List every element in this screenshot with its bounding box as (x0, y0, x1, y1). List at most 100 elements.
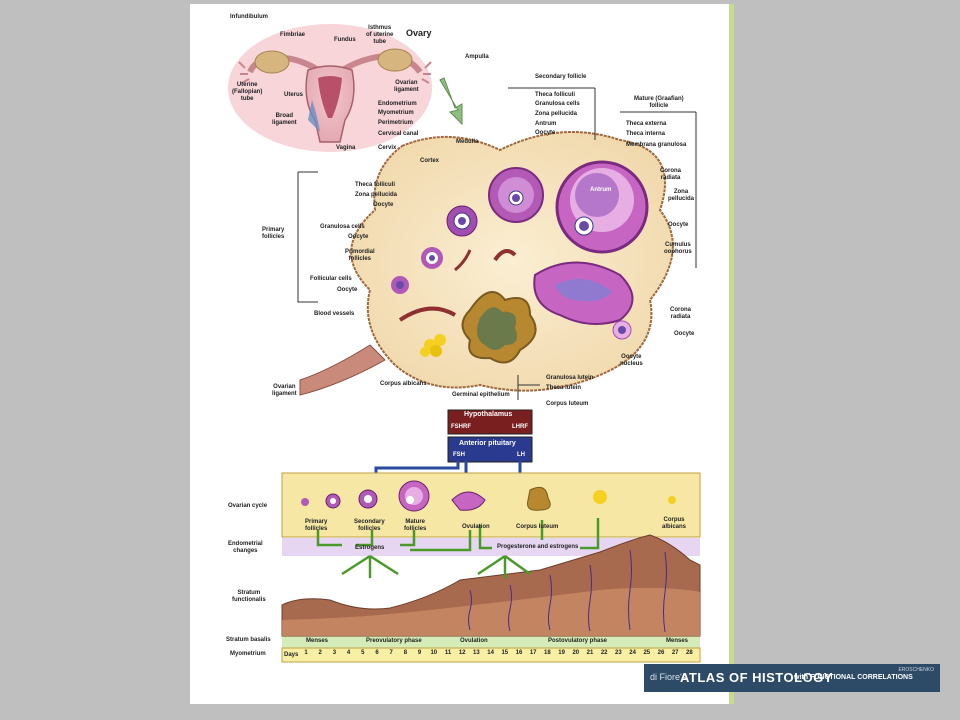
label-cervix: Cervix (378, 145, 397, 151)
day-13: 13 (473, 650, 480, 656)
day-10: 10 (430, 650, 438, 656)
label-corona-radiata-ov: Corona radiata (670, 307, 691, 320)
ovarian-ligament-drawing (299, 344, 386, 396)
label-oocyte-prim: Oocyte (337, 287, 358, 293)
left-ovary-small (254, 50, 290, 74)
label-zona-pellucida-pri: Zona pellucida (355, 192, 398, 198)
hypothalamus-box (447, 409, 533, 435)
label-corpus-albicans: Corpus albicans (380, 381, 427, 387)
row-label-stratum-functionalis: Stratum functionalis (232, 590, 266, 603)
label-theca-folliculi-pri: Theca folliculi (355, 182, 396, 188)
label-theca-lutein: Theca lutein (546, 385, 582, 391)
phase-postovulatory: Postovulatory phase (548, 638, 608, 644)
label-corona-radiata: Corona radiata (660, 168, 681, 181)
label-oocyte-mat: Oocyte (668, 222, 689, 228)
fshrf-label: FSHRF (451, 424, 471, 430)
basalis-band (282, 636, 700, 648)
day-24: 24 (629, 650, 636, 656)
label-granulosa-lutein: Granulosa lutein (546, 375, 594, 381)
stage-ovulation: Ovulation (462, 524, 490, 530)
label-endometrium: Endometrium (378, 101, 417, 107)
label-primordial-follicles: Primordial follicles (345, 249, 375, 262)
stage-primary-follicles: Primary follicles (305, 519, 328, 532)
banner-author: EROSCHENKO (898, 667, 934, 673)
phase-ovulation: Ovulation (460, 638, 488, 644)
label-blood-vessels: Blood vessels (314, 311, 355, 317)
label-antrum-mature: Antrum (590, 187, 612, 193)
label-ampulla: Ampulla (465, 54, 489, 60)
day-16: 16 (515, 650, 523, 656)
atlas-banner: di Fiore's ATLAS OF HISTOLOGY with FUNCT… (644, 664, 940, 692)
day-12: 12 (458, 650, 466, 656)
estrogen-arrows (316, 518, 600, 578)
label-cervical-canal: Cervical canal (378, 131, 419, 137)
label-ovary: Ovary (406, 28, 432, 38)
row-label-ovarian-cycle: Ovarian cycle (228, 503, 268, 509)
day-17: 17 (529, 650, 537, 656)
progesterone-label: Progesterone and estrogens (497, 544, 579, 550)
day-25: 25 (643, 650, 651, 656)
day-14: 14 (487, 650, 494, 656)
zoom-arrow (439, 77, 463, 126)
ovarian-cycle-band (281, 472, 701, 538)
label-fimbriae: Fimbriae (280, 32, 306, 38)
phase-menses-1: Menses (306, 638, 329, 644)
day-3: 3 (332, 650, 337, 656)
day-5: 5 (361, 650, 365, 656)
label-isthmus: Isthmus of uterine tube (366, 25, 394, 45)
day-19: 19 (558, 650, 565, 656)
day-6: 6 (375, 650, 379, 656)
row-label-myometrium: Myometrium (230, 651, 266, 657)
day-9: 9 (417, 650, 422, 656)
right-ovary-small (377, 48, 413, 72)
lhrf-label: LHRF (512, 424, 528, 430)
banner-prefix: di Fiore's (650, 672, 687, 682)
label-ovarian-ligament-ov: Ovarian ligament (272, 384, 297, 397)
label-medulla: Medulla (456, 139, 479, 145)
day-27: 27 (671, 650, 679, 656)
day-21: 21 (586, 650, 594, 656)
lh-label: LH (517, 452, 525, 458)
day-15: 15 (501, 650, 509, 656)
day-7: 7 (389, 650, 393, 656)
label-oocyte-sec: Oocyte (535, 130, 556, 136)
label-granulosa-cells-pri: Granulosa cells (320, 224, 365, 230)
day-23: 23 (615, 650, 622, 656)
label-oocyte-nucleus: Oocyte nucleus (620, 354, 643, 367)
label-germinal-epithelium: Germinal epithelium (452, 392, 510, 398)
day-11: 11 (444, 650, 452, 656)
phase-preovulatory: Preovulatory phase (366, 638, 422, 644)
label-primary-follicles: Primary follicles (262, 227, 285, 240)
stage-corpus-albicans: Corpus albicans (662, 517, 687, 530)
label-mature-follicle: Mature (Graafian) follicle (634, 96, 684, 109)
label-cumulus-oophorus: Cumulus oophorus (664, 242, 692, 255)
label-uterus: Uterus (284, 92, 304, 98)
pituitary-box (447, 436, 533, 463)
label-broad-ligament: Broad ligament (272, 113, 297, 126)
label-secondary-follicle: Secondary follicle (535, 74, 587, 80)
anterior-pituitary-label: Anterior pituitary (459, 440, 516, 447)
day-1: 1 (304, 650, 308, 656)
day-26: 26 (657, 650, 665, 656)
label-membrana-granulosa: Membrana granulosa (626, 142, 687, 148)
label-perimetrium: Perimetrium (378, 120, 414, 126)
stage-corpus-luteum: Corpus luteum (516, 524, 559, 530)
day-22: 22 (600, 650, 608, 656)
label-theca-folliculi-sec: Theca folliculi (535, 92, 576, 98)
label-theca-externa: Theca externa (626, 121, 667, 127)
phase-menses-2: Menses (666, 638, 689, 644)
day-4: 4 (346, 650, 351, 656)
day-20: 20 (572, 650, 580, 656)
label-oocyte-pri2: Oocyte (348, 234, 369, 240)
stage-mature-follicles: Mature follicles (404, 519, 427, 532)
row-label-endometrial-changes: Endometrial changes (228, 541, 263, 554)
banner-title: ATLAS OF HISTOLOGY (680, 670, 833, 685)
label-uterine-tube: Uterine (Fallopian) tube (232, 82, 263, 102)
label-granulosa-cells-sec: Granulosa cells (535, 101, 580, 107)
label-antrum-sec: Antrum (535, 121, 557, 127)
day-2: 2 (318, 650, 322, 656)
day-28: 28 (686, 650, 693, 656)
label-cortex: Cortex (420, 158, 440, 164)
